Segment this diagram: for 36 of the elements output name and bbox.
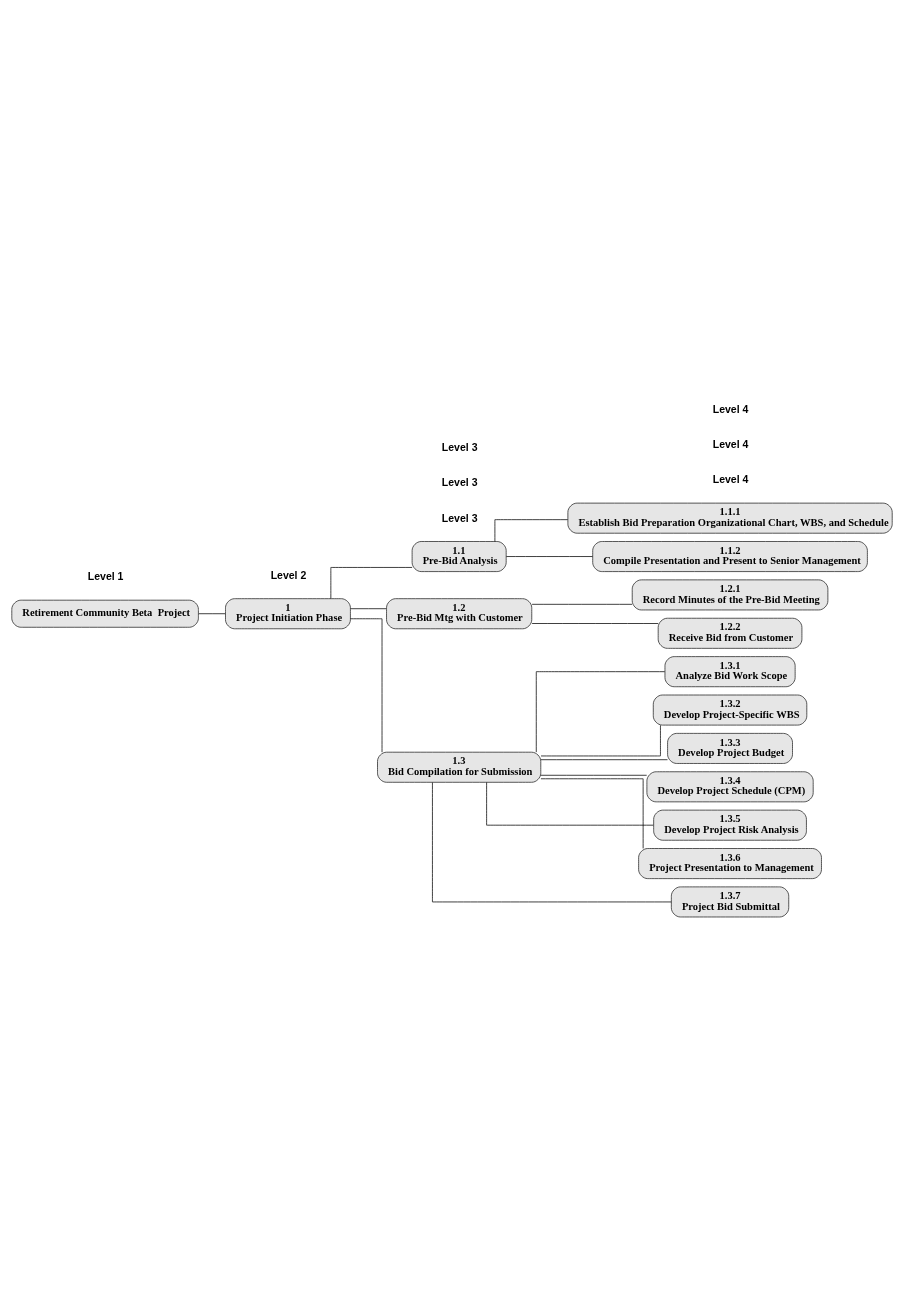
connector	[486, 782, 654, 826]
node-box: 1.3.5 Develop Project Risk Analysis	[653, 809, 807, 841]
node-box: 1.3.1 Analyze Bid Work Scope	[664, 656, 796, 688]
node-box: 1.2 Pre-Bid Mtg with Customer	[386, 598, 533, 630]
node-box: Retirement Community Beta Project	[11, 599, 199, 628]
label: Level 4	[712, 473, 749, 486]
connector	[350, 618, 383, 753]
label: Level 2	[270, 568, 307, 581]
connector	[531, 603, 633, 605]
label: Level 4	[712, 402, 749, 415]
node-box: 1.1 Pre-Bid Analysis	[411, 541, 507, 572]
connector	[540, 778, 644, 849]
node-box: 1.3.3 Develop Project Budget	[667, 733, 793, 764]
connector	[540, 724, 661, 757]
node-box: 1.3 Bid Compilation for Submission	[377, 751, 542, 783]
node-box: 1.3.4 Develop Project Schedule (CPM)	[646, 771, 814, 803]
connector	[531, 623, 659, 624]
connector	[198, 613, 226, 615]
node-box: 1.2.2 Receive Bid from Customer	[657, 617, 803, 649]
node-box: 1.2.1 Record Minutes of the Pre-Bid Meeting	[631, 579, 829, 611]
connector	[505, 556, 593, 557]
label: Level 3	[441, 476, 478, 489]
connector	[330, 567, 413, 599]
node-box: 1.3.2 Develop Project-Specific WBS	[652, 694, 808, 726]
node-box: 1.3.7 Project Bid Submittal	[670, 886, 790, 918]
label: Level 1	[87, 570, 124, 583]
connector	[350, 608, 387, 610]
label: Level 3	[441, 440, 478, 453]
node-box: 1.1.1 Establish Bid Preparation Organizational Chart, WBS, and Schedule	[567, 502, 893, 534]
node-box: 1.3.6 Project Presentation to Management	[638, 848, 822, 879]
node-box: 1.1.2 Compile Presentation and Present to Senior Management	[592, 541, 868, 572]
label: Level 4	[712, 437, 749, 450]
connector	[494, 519, 569, 542]
node-box: 1 Project Initiation Phase	[225, 598, 351, 630]
label: Level 3	[441, 511, 478, 524]
connector	[432, 782, 672, 903]
